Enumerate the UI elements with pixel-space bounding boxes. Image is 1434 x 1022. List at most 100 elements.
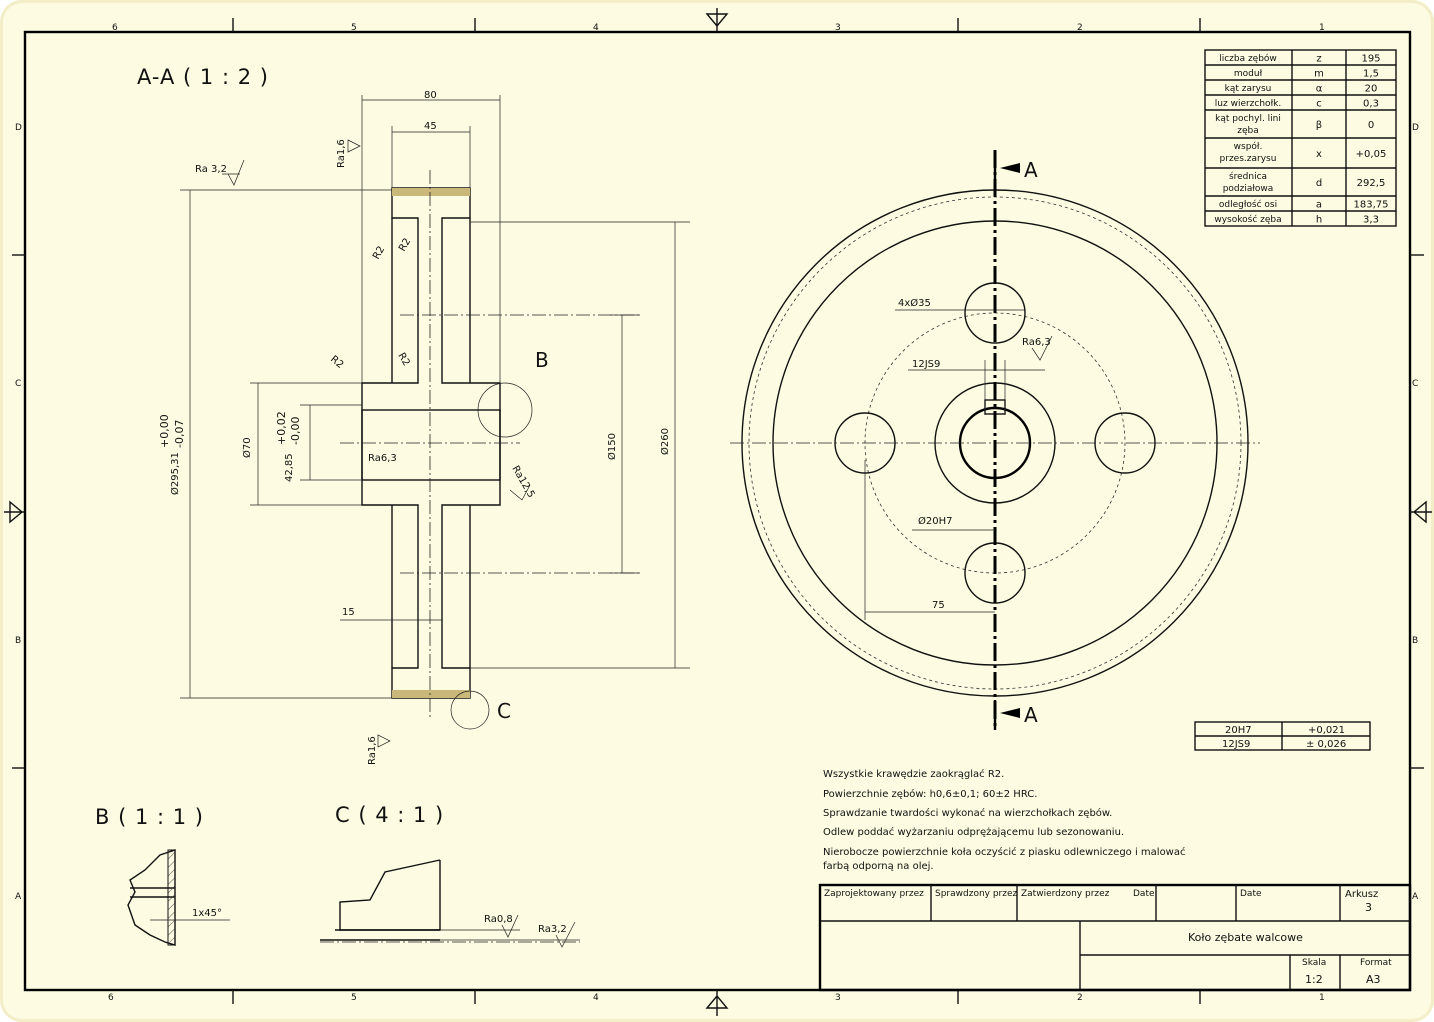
radius-r2: R2 bbox=[397, 236, 413, 253]
note: Odlew poddać wyżarzaniu odprężającemu lu… bbox=[823, 826, 1124, 838]
zone-col-4-bottom: 4 bbox=[593, 993, 599, 1003]
zone-row-b-right: B bbox=[1412, 636, 1418, 646]
radius-r2: R2 bbox=[395, 351, 411, 368]
note: Nierobocze powierzchnie koła oczyścić z … bbox=[823, 846, 1186, 858]
roughness-ra16-top: Ra1,6 bbox=[336, 139, 347, 168]
zone-col-6: 6 bbox=[112, 23, 118, 33]
param-name: moduł bbox=[1234, 69, 1263, 79]
note: Sprawdzanie twardości wykonać na wierzch… bbox=[823, 807, 1112, 819]
detail-b-label: B bbox=[535, 348, 549, 372]
param-name: odległość osi bbox=[1219, 199, 1277, 210]
technical-notes: Wszystkie krawędzie zaokrąglać R2. Powie… bbox=[823, 768, 1186, 872]
detail-c-title: C ( 4 : 1 ) bbox=[335, 803, 444, 827]
detail-b-marker-circle bbox=[477, 382, 533, 438]
note: farbą odporną na olej. bbox=[823, 861, 934, 872]
tol-fit: 20H7 bbox=[1225, 725, 1252, 736]
detail-b-title: B ( 1 : 1 ) bbox=[95, 805, 204, 829]
tooth-zone-bottom bbox=[392, 690, 470, 698]
dim-bore: Ø20H7 bbox=[918, 515, 952, 527]
param-name: kąt zarysu bbox=[1225, 84, 1272, 94]
roughness-ra32: Ra 3,2 bbox=[195, 164, 227, 175]
zone-row-a: A bbox=[15, 892, 22, 902]
dim-holes: 4xØ35 bbox=[898, 297, 931, 309]
zone-row-d: D bbox=[15, 123, 22, 133]
param-symbol: β bbox=[1316, 120, 1322, 131]
tol-fit: 12JS9 bbox=[1222, 739, 1250, 750]
detail-c-label: C bbox=[497, 699, 511, 723]
zone-col-1-bottom: 1 bbox=[1319, 993, 1325, 1003]
roughness-ra08: Ra0,8 bbox=[484, 914, 513, 925]
drawing-frame bbox=[23, 30, 1412, 992]
dim-42-85: 42,85 bbox=[284, 453, 295, 482]
roughness-ra125: Ra12,5 bbox=[509, 464, 536, 500]
param-name: liczba zębów bbox=[1219, 53, 1277, 64]
zone-row-d-right: D bbox=[1412, 123, 1419, 133]
dim-15: 15 bbox=[342, 607, 355, 618]
format-label: Format bbox=[1360, 958, 1392, 968]
front-view: A A 4xØ35 12JS9 Ra6,3 Ø20H7 75 bbox=[730, 150, 1260, 730]
section-marker-top: A bbox=[1024, 158, 1038, 182]
dim-260: Ø260 bbox=[659, 428, 671, 455]
zone-col-5: 5 bbox=[351, 23, 357, 33]
detail-b-view: 1x45° bbox=[127, 849, 230, 946]
param-name: współ.przes.zarysu bbox=[1220, 141, 1277, 164]
zone-col-3-bottom: 3 bbox=[835, 993, 841, 1003]
tol-dev: ± 0,026 bbox=[1306, 739, 1346, 750]
param-name: wysokość zęba bbox=[1214, 214, 1281, 225]
param-value: 292,5 bbox=[1357, 178, 1386, 189]
param-value: 20 bbox=[1365, 84, 1378, 95]
date-label: Date bbox=[1133, 889, 1155, 899]
bore-tol-lower: -0,00 bbox=[289, 417, 302, 445]
dim-150: Ø150 bbox=[606, 433, 618, 460]
param-value: +0,05 bbox=[1356, 149, 1387, 160]
param-name: luz wierzchołk. bbox=[1215, 99, 1281, 109]
sheet-label: Arkusz bbox=[1345, 889, 1378, 900]
zone-col-5-bottom: 5 bbox=[351, 993, 357, 1003]
zone-col-4: 4 bbox=[593, 23, 599, 33]
format-value: A3 bbox=[1366, 973, 1381, 986]
title-block: Zaprojektowany przez Sprawdzony przez Za… bbox=[818, 883, 1412, 992]
section-marker-bottom: A bbox=[1024, 703, 1038, 727]
tol-lower: -0,07 bbox=[173, 420, 186, 448]
zone-col-1: 1 bbox=[1319, 23, 1325, 33]
zone-ticks bbox=[12, 18, 1424, 1004]
detail-c-marker-circle bbox=[450, 690, 490, 730]
radius-r2: R2 bbox=[371, 244, 387, 261]
param-symbol: a bbox=[1316, 200, 1322, 211]
param-symbol: z bbox=[1316, 54, 1321, 65]
dim-80: 80 bbox=[424, 90, 437, 101]
param-symbol: d bbox=[1316, 178, 1322, 189]
roughness-ra32-detail: Ra3,2 bbox=[538, 924, 567, 935]
roughness-ra16-bottom: Ra1,6 bbox=[367, 736, 378, 765]
zone-col-6-bottom: 6 bbox=[108, 993, 114, 1003]
tolerance-table: 20H7 +0,021 12JS9 ± 0,026 bbox=[1194, 721, 1371, 751]
param-symbol: h bbox=[1316, 215, 1322, 226]
approved-by-label: Zatwierdzony przez bbox=[1021, 889, 1110, 899]
note: Powierzchnie zębów: h0,6±0,1; 60±2 HRC. bbox=[823, 788, 1037, 800]
param-value: 0 bbox=[1368, 120, 1374, 131]
scale-value: 1:2 bbox=[1305, 973, 1323, 986]
param-symbol: α bbox=[1316, 84, 1323, 95]
roughness-ra63: Ra6,3 bbox=[368, 453, 397, 464]
scale-label: Skala bbox=[1302, 958, 1326, 968]
dim-keyway: 12JS9 bbox=[912, 359, 940, 370]
radius-r2: R2 bbox=[328, 354, 345, 371]
zone-row-c-right: C bbox=[1412, 379, 1418, 389]
sheet-value: 3 bbox=[1365, 901, 1372, 914]
dim-70: Ø70 bbox=[241, 437, 253, 458]
zone-row-b: B bbox=[15, 636, 21, 646]
param-value: 195 bbox=[1361, 54, 1380, 65]
designed-by-label: Zaprojektowany przez bbox=[824, 889, 924, 899]
detail-c-view: Ra0,8 Ra3,2 bbox=[320, 859, 580, 948]
note: Wszystkie krawędzie zaokrąglać R2. bbox=[823, 768, 1004, 780]
param-value: 1,5 bbox=[1363, 69, 1379, 80]
zone-row-a-right: A bbox=[1412, 892, 1419, 902]
zone-col-2: 2 bbox=[1077, 23, 1083, 33]
section-view: 80 45 Ø295,31 +0,00 -0,07 Ø70 +0,02 -0,0… bbox=[158, 90, 690, 765]
section-view-title: A-A ( 1 : 2 ) bbox=[137, 65, 269, 89]
bore bbox=[361, 409, 501, 481]
